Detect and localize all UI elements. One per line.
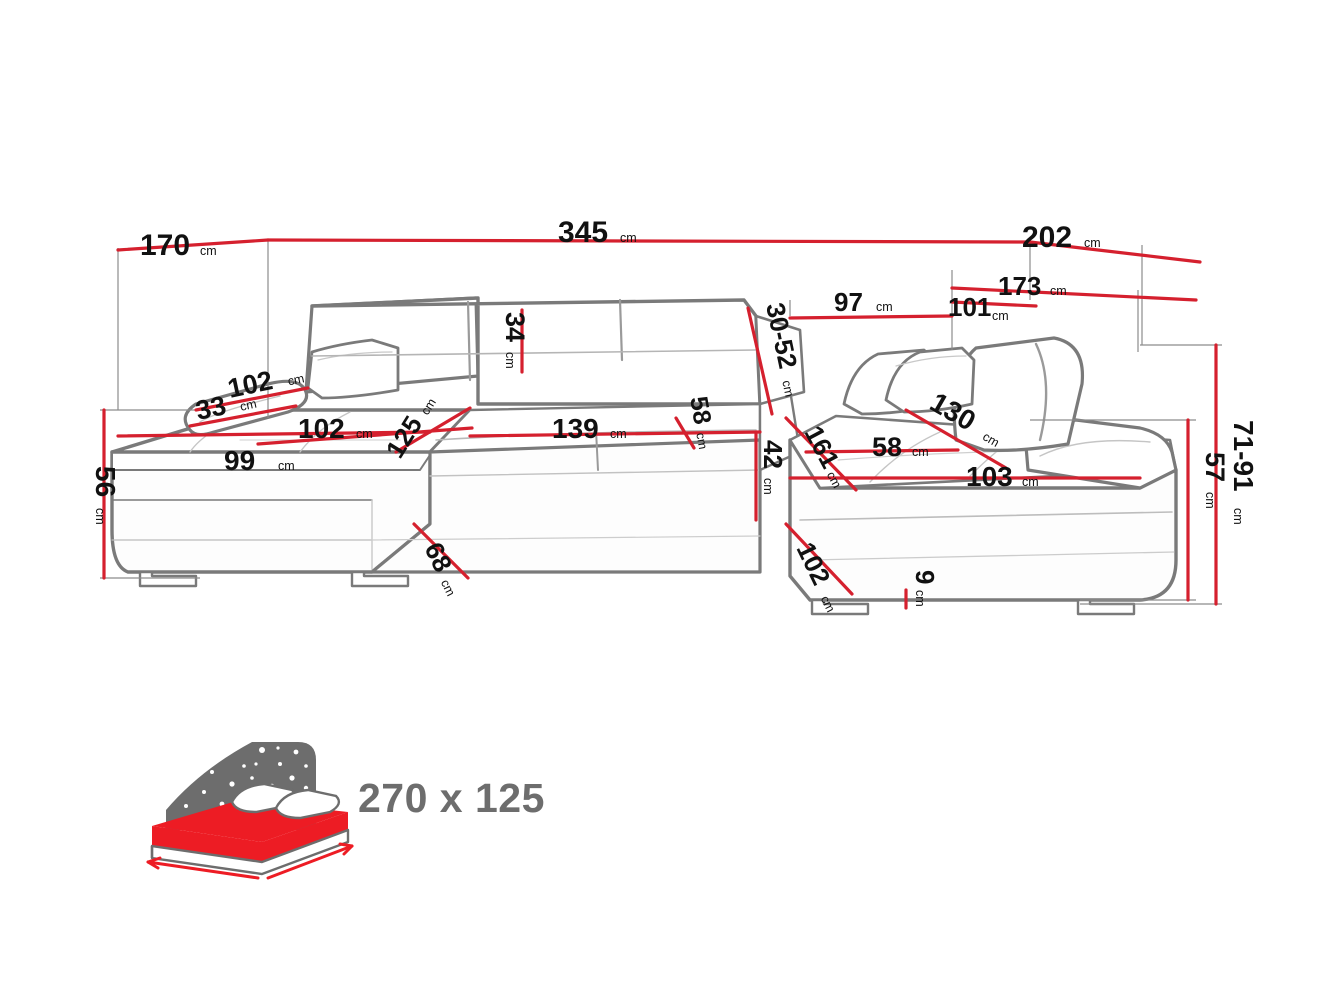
label-103-unit: cm (1022, 475, 1039, 489)
label-42-unit: cm (761, 478, 775, 495)
label-33-unit: cm (239, 397, 258, 414)
dimline-58-right (804, 448, 960, 454)
extension-guide-lines (100, 240, 1222, 605)
label-71-91: 71-91 (1228, 420, 1259, 492)
red-dimension-lines (102, 238, 1218, 610)
label-56: 56 (90, 466, 121, 497)
label-103: 103 (966, 461, 1013, 492)
label-170-unit: cm (200, 244, 217, 258)
moon-sweep (166, 742, 252, 810)
bed-dimension-arrows (146, 842, 354, 880)
right-pillow-fold (895, 355, 967, 367)
bed-pillow-right (274, 788, 341, 820)
label-102-seat-unit: cm (356, 427, 373, 441)
right-armrest-inner (1039, 439, 1151, 457)
label-102-arm-unit: cm (286, 371, 305, 388)
label-101: 101 (948, 292, 991, 322)
dimline-139 (468, 430, 762, 438)
bed-arrow-width (146, 860, 260, 880)
label-139-unit: cm (610, 427, 627, 441)
dimension-labels: 170 cm 345 cm 202 cm 173 cm 101 cm 97 cm… (90, 216, 1259, 615)
label-97: 97 (834, 287, 863, 317)
label-30-52-unit: cm (779, 379, 796, 398)
label-102-seat: 102 (298, 413, 345, 444)
backrest-seam-2 (618, 298, 624, 362)
bed-arrow-depth (266, 844, 354, 880)
label-139: 139 (552, 413, 599, 444)
leg-1 (138, 570, 198, 588)
label-34: 34 (500, 312, 530, 342)
label-101-unit: cm (992, 309, 1009, 323)
bed-arrow-head-left (146, 856, 162, 870)
backrest-lower-line (311, 349, 757, 357)
bed-size-label: 270 x 125 (358, 775, 545, 821)
label-173-unit: cm (1050, 284, 1067, 298)
label-58-mid-unit: cm (693, 432, 710, 451)
backrest-seam-1 (466, 300, 472, 382)
label-68-unit: cm (438, 577, 458, 598)
label-102-base-unit: cm (818, 594, 838, 615)
mattress-red-body (152, 812, 348, 862)
throw-pillow-left (306, 338, 400, 400)
dimline-170 (116, 238, 270, 252)
left-chaise-seat-cushion (111, 451, 431, 471)
main-seat-line3 (371, 535, 761, 541)
label-58-right: 58 (872, 432, 902, 462)
right-base-line2 (809, 551, 1175, 561)
label-345-unit: cm (620, 231, 637, 245)
dimline-97 (788, 314, 954, 320)
label-9: 9 (910, 570, 940, 584)
label-345: 345 (558, 216, 608, 249)
sofa-illustration (110, 296, 1178, 616)
label-161-unit: cm (824, 469, 844, 490)
dimline-33 (188, 404, 298, 428)
dimline-68 (412, 522, 470, 580)
right-seat-tuft-a (869, 431, 941, 483)
label-170: 170 (140, 229, 190, 262)
dimline-202 (1028, 240, 1202, 264)
sleeping-function-bed-icon: 270 x 125 (146, 742, 545, 880)
leg-3 (810, 598, 870, 616)
label-34-unit: cm (503, 352, 517, 369)
right-base-line1 (799, 511, 1173, 521)
dimline-101 (950, 300, 1038, 308)
main-seat-line2 (429, 469, 761, 477)
dimline-30-52 (746, 306, 774, 416)
label-58-right-unit: cm (912, 445, 929, 459)
dimline-345 (266, 238, 1032, 244)
label-57-unit: cm (1203, 492, 1217, 509)
label-99-unit: cm (278, 459, 295, 473)
label-97-unit: cm (876, 300, 893, 314)
corner-backrest (754, 314, 806, 406)
label-33: 33 (193, 390, 229, 426)
right-throw-pillow-b (884, 346, 976, 414)
dimline-102-arm (194, 386, 310, 412)
label-42: 42 (758, 440, 788, 469)
leg-2 (350, 570, 410, 588)
main-seat-divide (595, 429, 599, 471)
label-58-mid: 58 (684, 394, 716, 426)
label-57: 57 (1200, 452, 1230, 482)
dimline-99 (116, 430, 432, 438)
dimline-58-mid (674, 416, 696, 450)
label-173: 173 (998, 271, 1041, 301)
dimline-125 (394, 406, 472, 454)
dimline-102-base (784, 522, 854, 596)
dimline-173 (950, 286, 1198, 302)
label-99: 99 (224, 445, 255, 476)
leg-4 (1076, 598, 1136, 616)
left-chaise-tuft-b (299, 411, 351, 453)
label-71-91-unit: cm (1231, 508, 1245, 525)
label-9-unit: cm (913, 590, 927, 607)
throw-pillow-left-fold (317, 351, 393, 361)
dimline-102-seat (256, 426, 474, 446)
label-56-unit: cm (93, 508, 107, 525)
label-202: 202 (1022, 221, 1072, 254)
label-202-unit: cm (1084, 236, 1101, 250)
bed-arrow-head-right (338, 842, 354, 856)
dimline-130 (904, 408, 1008, 470)
right-backrest-seam (1034, 342, 1048, 442)
